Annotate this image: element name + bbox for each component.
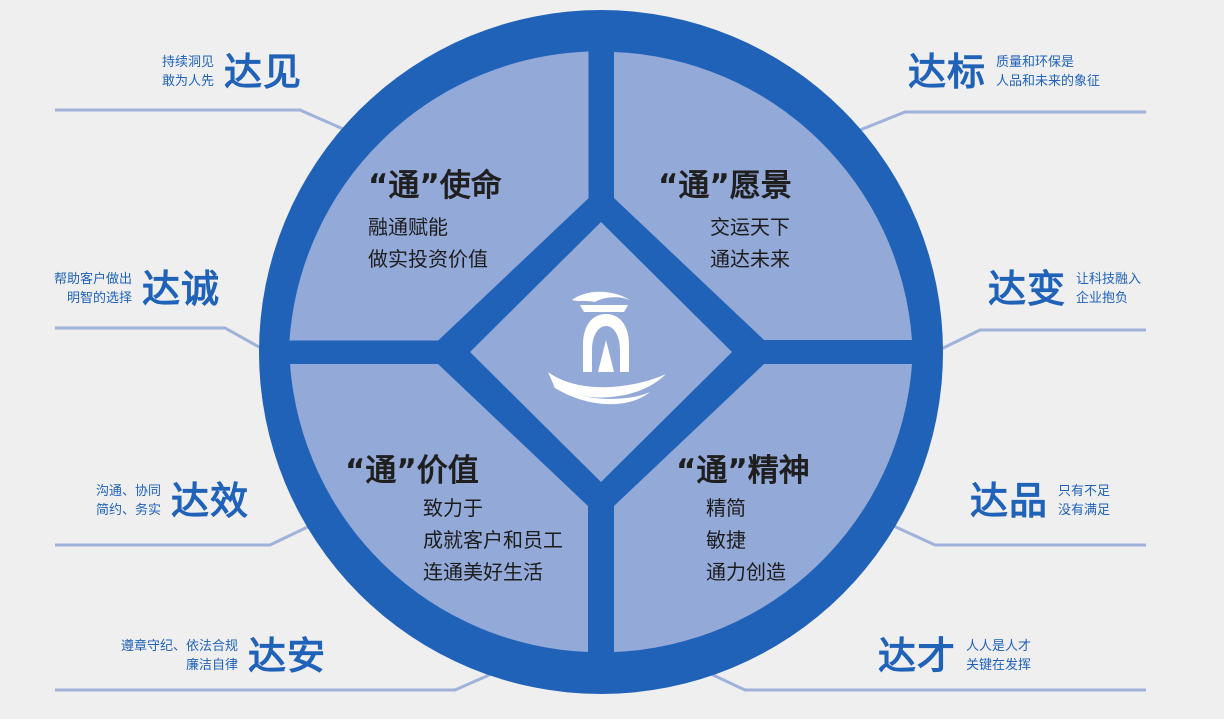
dabian-desc-1: 让科技融入 <box>1076 272 1142 287</box>
side-item-dabian: 达变 让科技融入企业抱负 <box>988 270 1141 308</box>
mission-line-2: 做实投资价值 <box>368 247 488 271</box>
daxiao-label: 达效 <box>170 479 249 523</box>
mission-title: “通”使命 <box>368 168 502 204</box>
daan-label: 达安 <box>247 634 326 678</box>
quadrant-mission <box>289 51 589 341</box>
leader-line-dabiao <box>854 110 1146 134</box>
dacheng-desc-1: 帮助客户做出 <box>53 272 132 287</box>
leader-line-daan <box>55 666 506 692</box>
quadrant-spirit-text: “通”精神 精简 敏捷 通力创造 <box>676 445 810 588</box>
dajian-desc-1: 持续洞见 <box>161 55 214 70</box>
side-item-dapin: 达品 只有不足没有满足 <box>970 482 1110 520</box>
daxiao-desc-1: 沟通、协同 <box>95 484 161 499</box>
dacheng-label: 达诚 <box>141 267 220 311</box>
vision-line-1: 交运天下 <box>710 215 790 239</box>
dabian-label: 达变 <box>988 267 1067 311</box>
quadrant-value-text: “通”价值 致力于 成就客户和员工 连通美好生活 <box>345 445 563 588</box>
leader-line-dapin <box>884 520 1146 547</box>
quadrant-value <box>290 364 588 652</box>
spirit-line-3: 通力创造 <box>706 560 786 584</box>
quadrant-vision-text: “通”愿景 交运天下 通达未来 <box>658 160 792 275</box>
leader-line-daxiao <box>55 520 319 547</box>
daan-desc-1: 遵章守纪、依法合规 <box>120 639 238 654</box>
tong-logo-icon <box>548 291 666 405</box>
value-line-1: 致力于 <box>423 496 483 520</box>
daan-desc-2: 廉洁自律 <box>185 658 238 673</box>
side-item-daan: 遵章守纪、依法合规廉洁自律 达安 <box>121 637 326 675</box>
leader-line-dajian <box>55 108 351 134</box>
spirit-line-1: 精简 <box>706 496 746 520</box>
dapin-desc-2: 没有满足 <box>1058 503 1111 518</box>
vision-title: “通”愿景 <box>658 168 792 204</box>
vision-line-2: 通达未来 <box>710 247 790 271</box>
quadrant-spirit <box>614 364 912 652</box>
side-item-dabiao: 达标 质量和环保是人品和未来的象征 <box>908 53 1100 91</box>
side-item-dacai: 达才 人人是人才关键在发挥 <box>878 637 1031 675</box>
mission-line-1: 融通赋能 <box>368 215 448 239</box>
dabian-desc-2: 企业抱负 <box>1076 291 1129 306</box>
dacai-label: 达才 <box>878 634 957 678</box>
value-line-3: 连通美好生活 <box>423 560 543 584</box>
value-title: “通”价值 <box>345 453 479 489</box>
side-item-daxiao: 沟通、协同简约、务实 达效 <box>96 482 249 520</box>
value-line-2: 成就客户和员工 <box>423 528 563 552</box>
daxiao-desc-2: 简约、务实 <box>95 503 161 518</box>
quadrant-vision <box>614 52 912 340</box>
quadrant-mission-text: “通”使命 融通赋能 做实投资价值 <box>368 160 502 275</box>
dabiao-label: 达标 <box>908 50 987 94</box>
dapin-desc-1: 只有不足 <box>1058 484 1111 499</box>
leader-line-dabian <box>934 328 1146 354</box>
side-item-dajian: 持续洞见敢为人先 达见 <box>162 53 302 91</box>
dajian-desc-2: 敢为人先 <box>161 74 214 89</box>
side-item-dacheng: 帮助客户做出明智的选择 达诚 <box>54 270 220 308</box>
spirit-line-2: 敏捷 <box>706 528 746 552</box>
dacai-desc-2: 关键在发挥 <box>966 658 1032 673</box>
spirit-title: “通”精神 <box>676 453 810 489</box>
dabiao-desc-2: 人品和未来的象征 <box>996 74 1101 89</box>
leader-line-dacheng <box>55 326 269 354</box>
leader-line-dacai <box>697 666 1146 692</box>
dacai-desc-1: 人人是人才 <box>966 639 1032 654</box>
center-diamond <box>470 222 732 482</box>
dajian-label: 达见 <box>223 50 302 94</box>
dacheng-desc-2: 明智的选择 <box>66 291 132 306</box>
dapin-label: 达品 <box>970 479 1049 523</box>
dabiao-desc-1: 质量和环保是 <box>996 55 1075 70</box>
